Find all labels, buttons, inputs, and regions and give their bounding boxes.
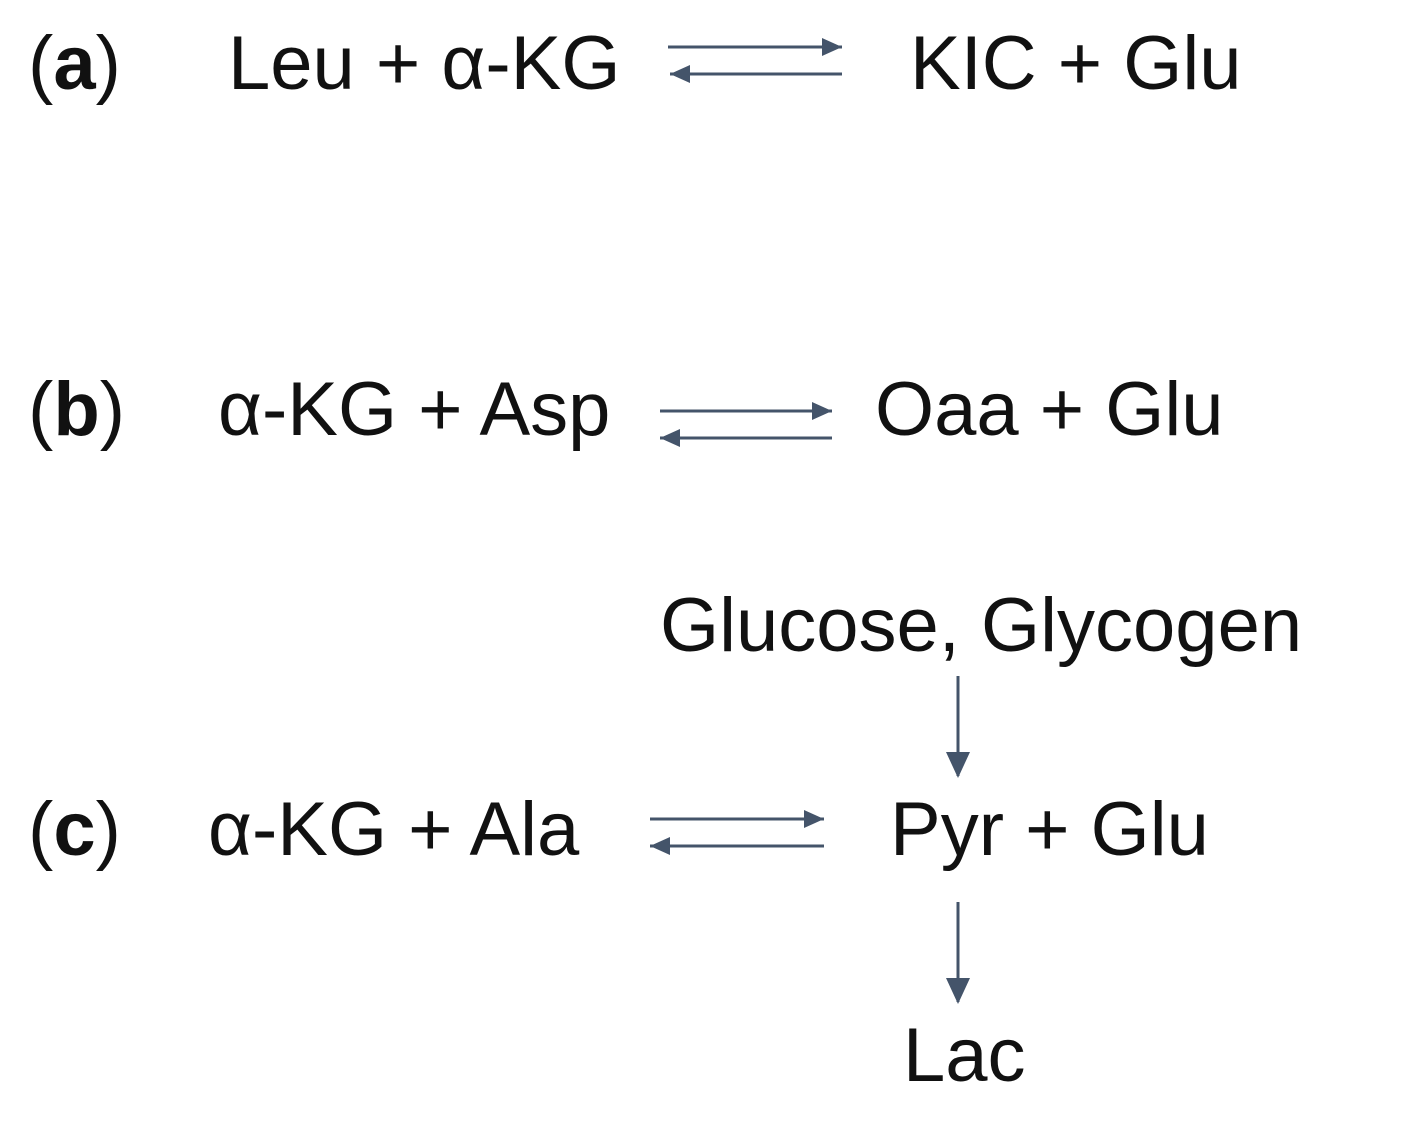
- equilibrium-arrow-a: [668, 38, 842, 83]
- reaction-c-products: Pyr + Glu: [890, 787, 1209, 872]
- panel-label-c: (c): [28, 787, 121, 872]
- panel-letter-b: b: [53, 367, 100, 452]
- arrow-glucose-to-pyr: [946, 676, 970, 778]
- panel-label-b: (b): [28, 367, 126, 452]
- panel-label-a: (a): [28, 21, 121, 106]
- equilibrium-arrow-c: [650, 810, 824, 855]
- reaction-c-lactate: Lac: [903, 1013, 1026, 1098]
- equilibrium-arrow-b: [660, 402, 832, 447]
- reaction-c-reactants: α-KG + Ala: [208, 787, 580, 872]
- reaction-a-products: KIC + Glu: [910, 21, 1242, 106]
- arrow-pyr-to-lac: [946, 902, 970, 1004]
- reaction-b-products: Oaa + Glu: [875, 367, 1224, 452]
- reaction-b-reactants: α-KG + Asp: [218, 367, 611, 452]
- panel-letter-c: c: [53, 787, 96, 872]
- panel-letter-a: a: [53, 21, 96, 106]
- reaction-a-reactants: Leu + α-KG: [228, 21, 621, 106]
- reaction-c-precursor: Glucose, Glycogen: [660, 583, 1303, 668]
